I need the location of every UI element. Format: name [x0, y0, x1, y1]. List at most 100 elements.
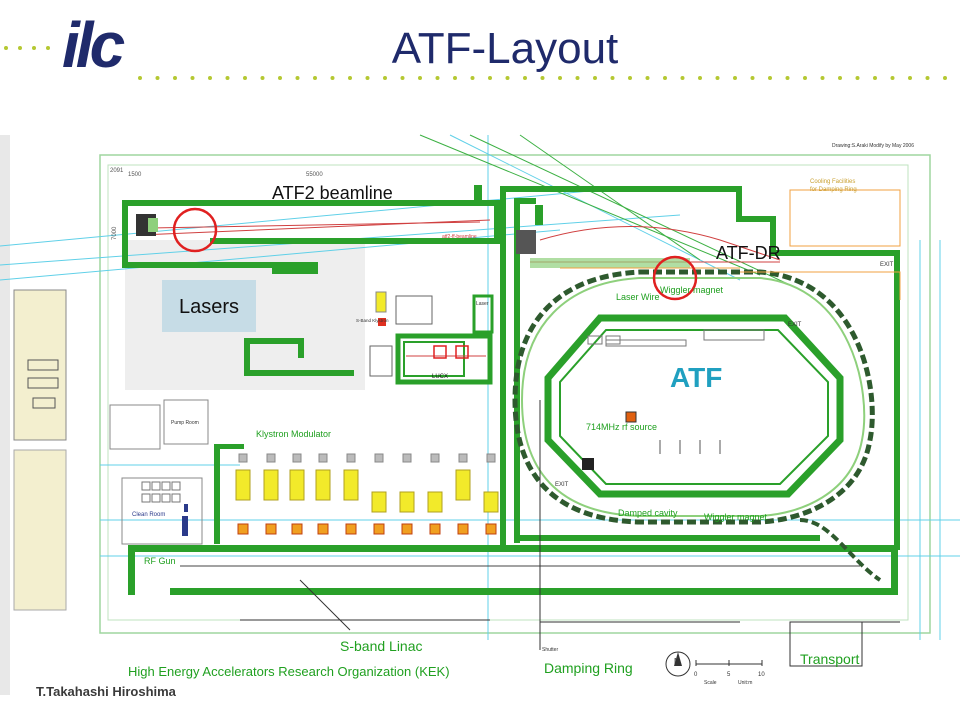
scale-word-label: Scale [704, 680, 717, 686]
slide-title: ATF-Layout [391, 24, 619, 73]
klystron-modulator-label: Klystron Modulator [256, 429, 331, 439]
modulator-head [458, 453, 468, 463]
dot [610, 76, 615, 80]
atf2-tunnel [122, 200, 500, 274]
laser-room-box [472, 294, 494, 334]
dot [890, 76, 895, 80]
damping-ring-inner-wall-2 [559, 329, 829, 485]
damping-ring-outer [512, 269, 875, 525]
dim-7000: 7000 [112, 226, 118, 240]
wiggler-magnet-label-bottom: Wiggler magnet [704, 512, 768, 522]
rf-source-block [625, 411, 637, 423]
damping-ring-inner-wall [544, 314, 844, 498]
exit-label-3: EXIT [555, 482, 569, 488]
modulator-head [346, 453, 356, 463]
dot [488, 76, 492, 80]
left-building-block-2 [13, 449, 67, 611]
dot [435, 76, 440, 80]
transport-line [799, 518, 882, 582]
dot [243, 76, 247, 80]
dot [348, 76, 352, 80]
north-arrow: N [665, 651, 691, 677]
klystron [345, 523, 357, 535]
klystron-modulator [455, 469, 471, 501]
shutter-label: Shutter [542, 647, 558, 653]
control-room-box [395, 295, 433, 325]
cooling-facilities-label-1: Cooling Facilities [810, 179, 855, 185]
damping-ring-label: Damping Ring [544, 660, 633, 676]
dot [680, 76, 685, 80]
dot [925, 76, 930, 80]
dim-1500: 1500 [128, 172, 142, 178]
organization-label: High Energy Accelerators Research Organi… [128, 664, 450, 679]
dim-55000: 55000 [306, 172, 323, 178]
dot [295, 76, 300, 80]
klystron-modulator [343, 469, 359, 501]
dr-straight-section [530, 258, 690, 268]
cooling-facilities-label-2: for Damping Ring [810, 187, 857, 193]
orange-service-lines [560, 189, 901, 300]
dot [365, 76, 370, 80]
dot [785, 76, 790, 80]
dot [628, 76, 632, 80]
modulator-room-wall [214, 444, 244, 544]
dot [260, 76, 265, 80]
dot [523, 76, 527, 80]
dotted-rule-bottom [138, 76, 947, 80]
dr-inner-labels-boxes [587, 329, 765, 347]
sband-linac-label: S-band Linac [340, 638, 423, 654]
klystron-modulator [263, 469, 279, 501]
lasers-callout-label: Lasers [179, 296, 239, 318]
dr-inner-equipment [582, 458, 594, 470]
klystron [485, 523, 497, 535]
dot [645, 76, 650, 80]
dot [838, 76, 842, 80]
dot [505, 76, 510, 80]
modulator-head [238, 453, 248, 463]
dot [383, 76, 387, 80]
dot [278, 76, 282, 80]
klystron-modulator [483, 491, 499, 513]
scale-10-label: 10 [758, 672, 765, 678]
exit-label-2: EXIT [788, 322, 802, 328]
dot [155, 76, 160, 80]
pump-room [163, 399, 209, 445]
dot [855, 76, 860, 80]
dot [558, 76, 562, 80]
klystron-modulator [371, 491, 387, 513]
klystron-small [375, 291, 387, 313]
modulator-head [430, 453, 440, 463]
transport-label: Transport [800, 651, 860, 667]
modulator-head [318, 453, 328, 463]
clean-room-equipment [182, 504, 188, 536]
klystron [291, 523, 303, 535]
dot [313, 76, 317, 80]
atf2-beamline-callout: ATF2 beamline [272, 183, 393, 203]
building-inner-outline [107, 164, 909, 621]
lucx-laser-box-2 [455, 345, 469, 359]
dot [943, 76, 947, 80]
exit-label-1: EXIT [880, 262, 894, 268]
footer-credit: T.Takahashi Hiroshima [36, 684, 176, 699]
dot [330, 76, 335, 80]
dot [873, 76, 877, 80]
damped-cavity-label: Damped cavity [618, 508, 678, 518]
modulator-head [266, 453, 276, 463]
dot [768, 76, 772, 80]
dot [698, 76, 702, 80]
scale-unit-label: Unit:m [738, 680, 752, 686]
lasers-callout-box [162, 280, 256, 332]
dot [575, 76, 580, 80]
lucx-room-box [369, 345, 393, 377]
bottom-right-box [789, 621, 863, 667]
klystron [401, 523, 413, 535]
rf-source-label: 714MHz rf source [586, 422, 657, 432]
dot [820, 76, 825, 80]
atf2-callout-circle [172, 207, 218, 253]
klystron-modulator [427, 491, 443, 513]
atf-dr-callout: ATF-DR [716, 243, 781, 263]
building-outline [99, 154, 931, 634]
dr-callout-circle [652, 255, 698, 301]
klystron-small-2 [378, 318, 386, 326]
dot [190, 76, 195, 80]
